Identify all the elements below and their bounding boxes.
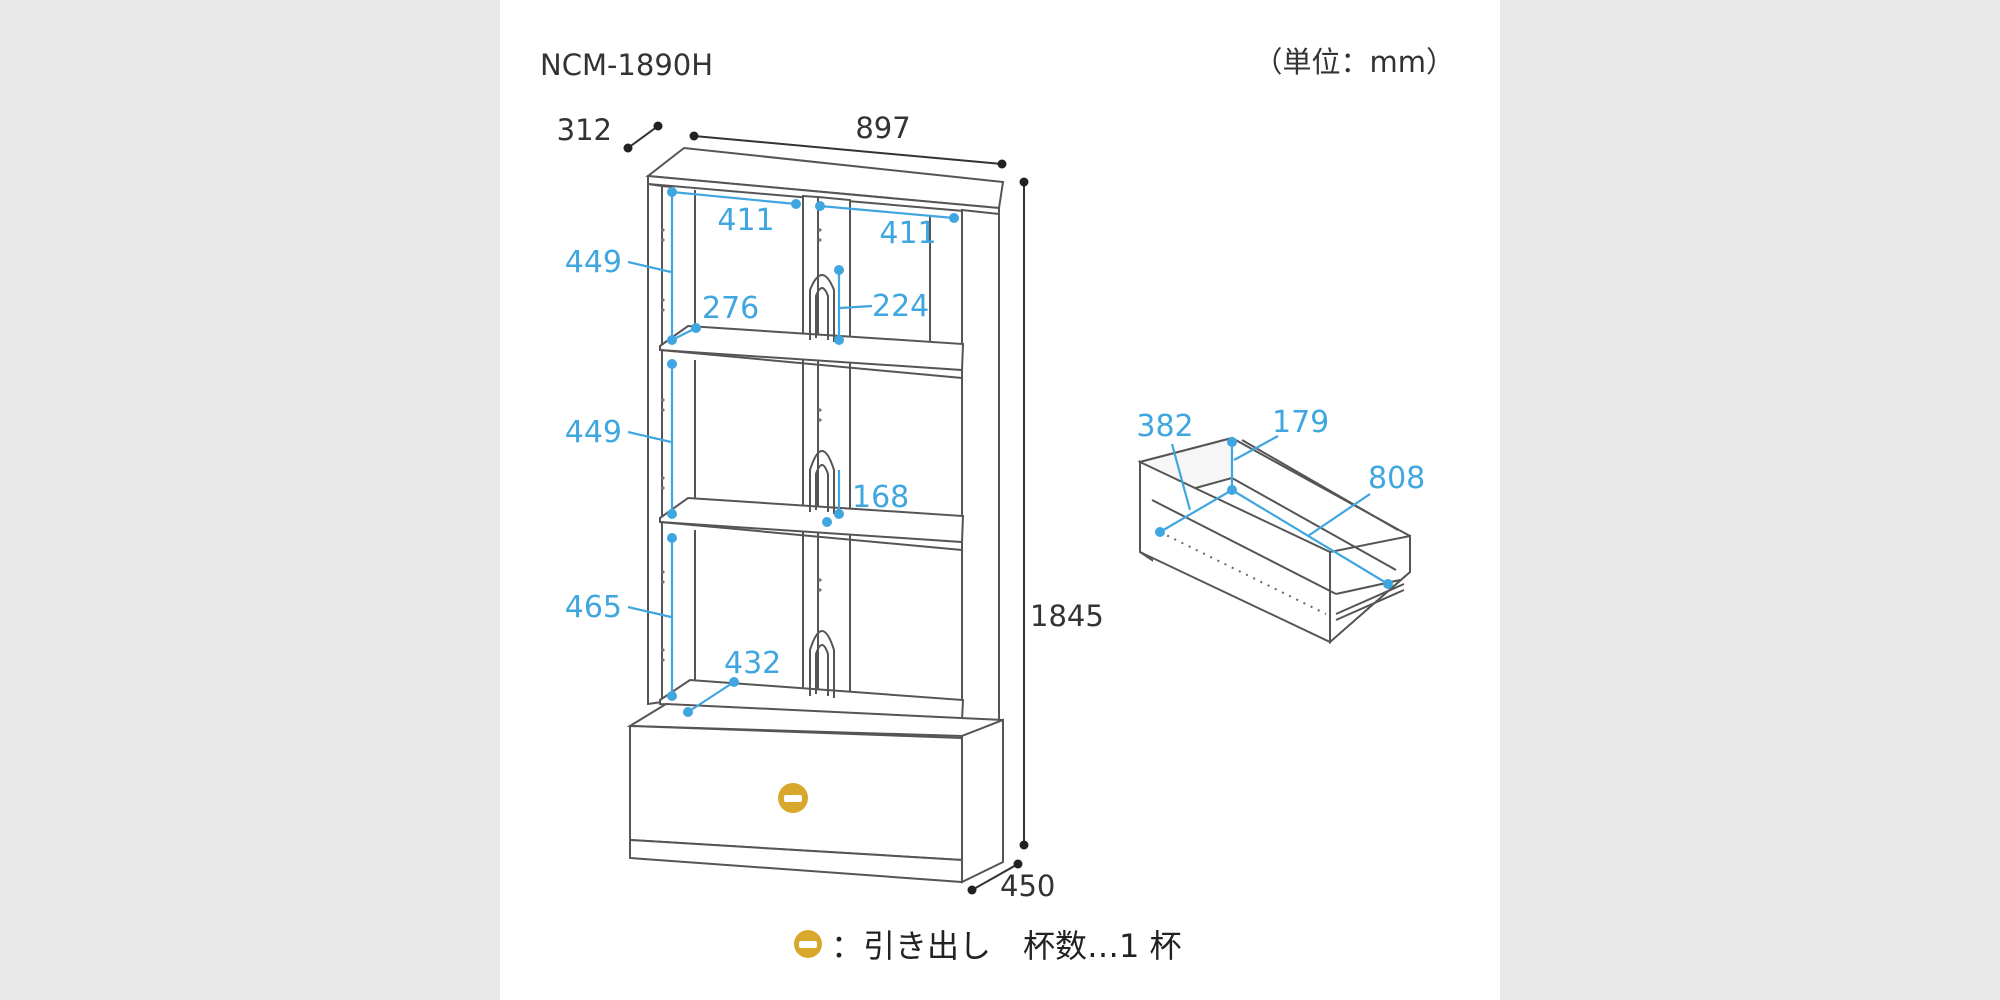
drawer-dimensions: 382 179 808 bbox=[1136, 405, 1425, 589]
height-upper-label: 449 bbox=[565, 245, 622, 280]
height-1845-label: 1845 bbox=[1030, 599, 1104, 633]
legend-text: ：引き出し 杯数…1 杯 bbox=[831, 927, 1182, 965]
base-depth-450-label: 450 bbox=[1000, 869, 1055, 903]
slot-middle-label: 168 bbox=[852, 480, 909, 515]
drawer-depth-label: 382 bbox=[1136, 409, 1193, 444]
plinth bbox=[629, 838, 963, 884]
width-left-label: 411 bbox=[717, 203, 774, 238]
slot-lower bbox=[809, 630, 835, 698]
depth-upper-label: 276 bbox=[702, 291, 759, 326]
shelf-middle bbox=[659, 496, 965, 544]
drawing-panel: NCM-1890H （単位：mm） bbox=[500, 0, 1500, 1000]
drawer-right-side bbox=[1329, 534, 1411, 645]
left-side-panel bbox=[647, 182, 663, 706]
drawer-width-label: 808 bbox=[1368, 461, 1425, 496]
dimension-diagram: NCM-1890H （単位：mm） bbox=[540, 45, 1456, 903]
overall-dimensions: 312 897 1845 450 bbox=[557, 111, 1104, 903]
drawer-handle-icon bbox=[794, 930, 822, 958]
model-number: NCM-1890H bbox=[540, 48, 713, 82]
unit-note: （単位：mm） bbox=[1254, 45, 1456, 79]
base-side bbox=[961, 718, 1004, 884]
depth-312-label: 312 bbox=[557, 113, 612, 147]
right-side-panel bbox=[961, 208, 1000, 734]
drawer-handle-icon bbox=[778, 783, 808, 813]
width-897-label: 897 bbox=[855, 111, 910, 145]
slot-upper-label: 224 bbox=[872, 289, 929, 324]
interior-dimensions: 411 411 449 276 449 465 432 bbox=[565, 187, 959, 717]
slot-upper bbox=[809, 274, 835, 342]
height-lower-label: 465 bbox=[565, 590, 622, 625]
bookshelf-drawing bbox=[626, 146, 1005, 884]
shelf-holes bbox=[661, 228, 822, 662]
width-right-label: 411 bbox=[879, 216, 936, 251]
legend: ：引き出し 杯数…1 杯 bbox=[793, 922, 1182, 966]
drawer-height-label: 179 bbox=[1272, 405, 1329, 440]
shelf-upper bbox=[659, 324, 965, 372]
height-middle-label: 449 bbox=[565, 415, 622, 450]
depth-bottom-label: 432 bbox=[724, 646, 781, 681]
shelf-bottom bbox=[659, 678, 965, 722]
slot-middle bbox=[809, 450, 835, 514]
